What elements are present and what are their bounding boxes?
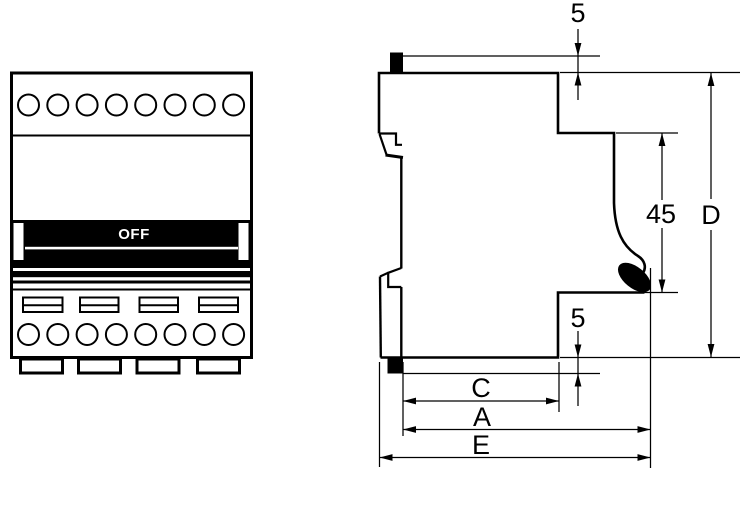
arrowhead-down-icon — [574, 344, 582, 358]
side-profile-outline — [377, 71, 647, 359]
toggle-slot-right-gap — [238, 223, 249, 260]
dimension-front-recess: 45 — [616, 132, 678, 294]
top-terminal-hole — [104, 93, 128, 117]
face-stripe — [10, 280, 252, 284]
arrowhead-left-icon — [403, 426, 416, 433]
bottom-terminal-hole — [192, 323, 216, 346]
din-clip-latch — [387, 266, 402, 289]
din-rail-hook-base — [385, 153, 404, 159]
front-body-outline — [10, 71, 253, 359]
toggle-lever — [617, 262, 652, 293]
mounting-foot — [196, 357, 241, 375]
arrowhead-up-icon — [574, 373, 582, 387]
dimension-A: A — [403, 268, 652, 468]
din-clip-arm — [378, 276, 382, 358]
top-rail-tab — [390, 52, 403, 72]
dimension-top-rail-tab: 5 — [390, 0, 600, 100]
arrowhead-right-icon — [637, 426, 651, 433]
dimension-E: E — [378, 362, 651, 467]
top-terminal-hole — [192, 93, 216, 117]
din-clip-arm-top — [379, 271, 389, 278]
dim-label-E: E — [472, 430, 490, 460]
dimension-overall-height: D — [701, 73, 721, 357]
top-terminal-hole — [75, 93, 99, 117]
arrowhead-up-icon — [707, 73, 715, 86]
mounting-foot — [135, 357, 181, 375]
arrowhead-up-icon — [574, 72, 582, 86]
dim-label-C: C — [471, 373, 491, 403]
din-rail-hook-edge — [378, 133, 388, 156]
top-terminal-hole — [134, 93, 158, 117]
mounting-foot — [77, 357, 122, 375]
arrowhead-left-icon — [403, 397, 416, 405]
bottom-terminal-hole — [222, 323, 246, 346]
bottom-terminal-hole — [75, 323, 99, 346]
din-rail-hook — [379, 132, 402, 146]
arrowhead-down-icon — [574, 43, 582, 56]
bottom-terminal-hole — [163, 323, 187, 346]
toggle-switch: OFF — [10, 220, 252, 268]
arrowhead-down-icon — [707, 344, 715, 357]
toggle-slot-left-gap — [13, 223, 24, 260]
bottom-rail-tab — [387, 357, 403, 374]
switch-state-label: OFF — [118, 226, 150, 243]
dim-label-D: D — [701, 200, 721, 230]
dim-label-bottom-5: 5 — [570, 303, 585, 333]
toggle-handle-edge — [25, 246, 238, 250]
bottom-terminal-hole — [46, 323, 70, 346]
dimension-C: C — [402, 362, 560, 436]
top-terminal-hole — [163, 93, 187, 117]
terminal-screw-slot — [79, 296, 120, 313]
front-view: OFF — [10, 71, 253, 375]
face-stripe — [10, 271, 252, 278]
bottom-terminal-hole — [104, 323, 128, 346]
arrowhead-down-icon — [658, 279, 666, 293]
top-terminal-hole — [46, 93, 70, 117]
arrowhead-left-icon — [379, 454, 393, 461]
dim-label-top-5: 5 — [570, 0, 585, 28]
top-terminal-hole — [17, 93, 40, 117]
terminal-screw-slot — [22, 296, 64, 313]
dimension-bottom-rail-tab: 5 — [403, 303, 600, 406]
dim-label-A: A — [473, 402, 491, 432]
arrowhead-right-icon — [637, 454, 651, 461]
terminal-screw-slot — [198, 296, 239, 313]
bottom-terminal-hole — [134, 323, 158, 346]
dim-label-45: 45 — [646, 199, 676, 229]
toggle-slot — [10, 220, 252, 268]
arrowhead-up-icon — [658, 133, 666, 146]
arrowhead-right-icon — [546, 397, 559, 405]
bottom-terminal-hole — [17, 323, 40, 346]
mounting-foot — [19, 357, 64, 375]
top-terminal-hole — [222, 93, 246, 117]
terminal-screw-slot — [138, 296, 179, 313]
side-view — [377, 52, 652, 374]
dimensions: 5 45 D 5 — [378, 0, 740, 468]
